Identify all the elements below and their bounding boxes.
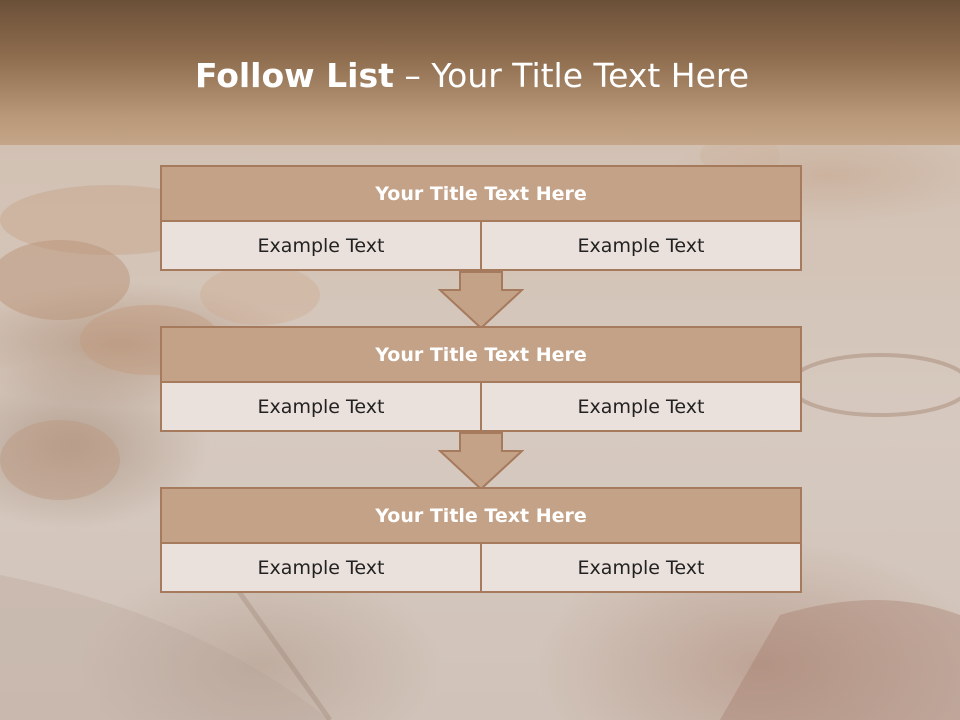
block-cell-right: Example Text	[482, 544, 802, 593]
down-arrow-icon	[438, 432, 524, 490]
slide-title-bold: Follow List	[194, 56, 394, 95]
slide-title-rest: – Your Title Text Here	[393, 56, 750, 95]
block-cell-left: Example Text	[160, 544, 482, 593]
block-title: Your Title Text Here	[160, 487, 802, 544]
block-cell-left: Example Text	[160, 222, 482, 271]
flow-block-2: Your Title Text Here Example Text Exampl…	[160, 326, 802, 432]
block-title: Your Title Text Here	[160, 165, 802, 222]
slide-title: Follow List – Your Title Text Here	[0, 52, 944, 100]
block-cell-right: Example Text	[482, 222, 802, 271]
block-cells: Example Text Example Text	[160, 544, 802, 593]
block-cell-left: Example Text	[160, 383, 482, 432]
block-title: Your Title Text Here	[160, 326, 802, 383]
block-cells: Example Text Example Text	[160, 383, 802, 432]
title-bar: Follow List – Your Title Text Here	[0, 0, 960, 145]
block-cell-right: Example Text	[482, 383, 802, 432]
flow-block-3: Your Title Text Here Example Text Exampl…	[160, 487, 802, 593]
down-arrow-icon	[438, 271, 524, 329]
block-cells: Example Text Example Text	[160, 222, 802, 271]
flow-block-1: Your Title Text Here Example Text Exampl…	[160, 165, 802, 271]
